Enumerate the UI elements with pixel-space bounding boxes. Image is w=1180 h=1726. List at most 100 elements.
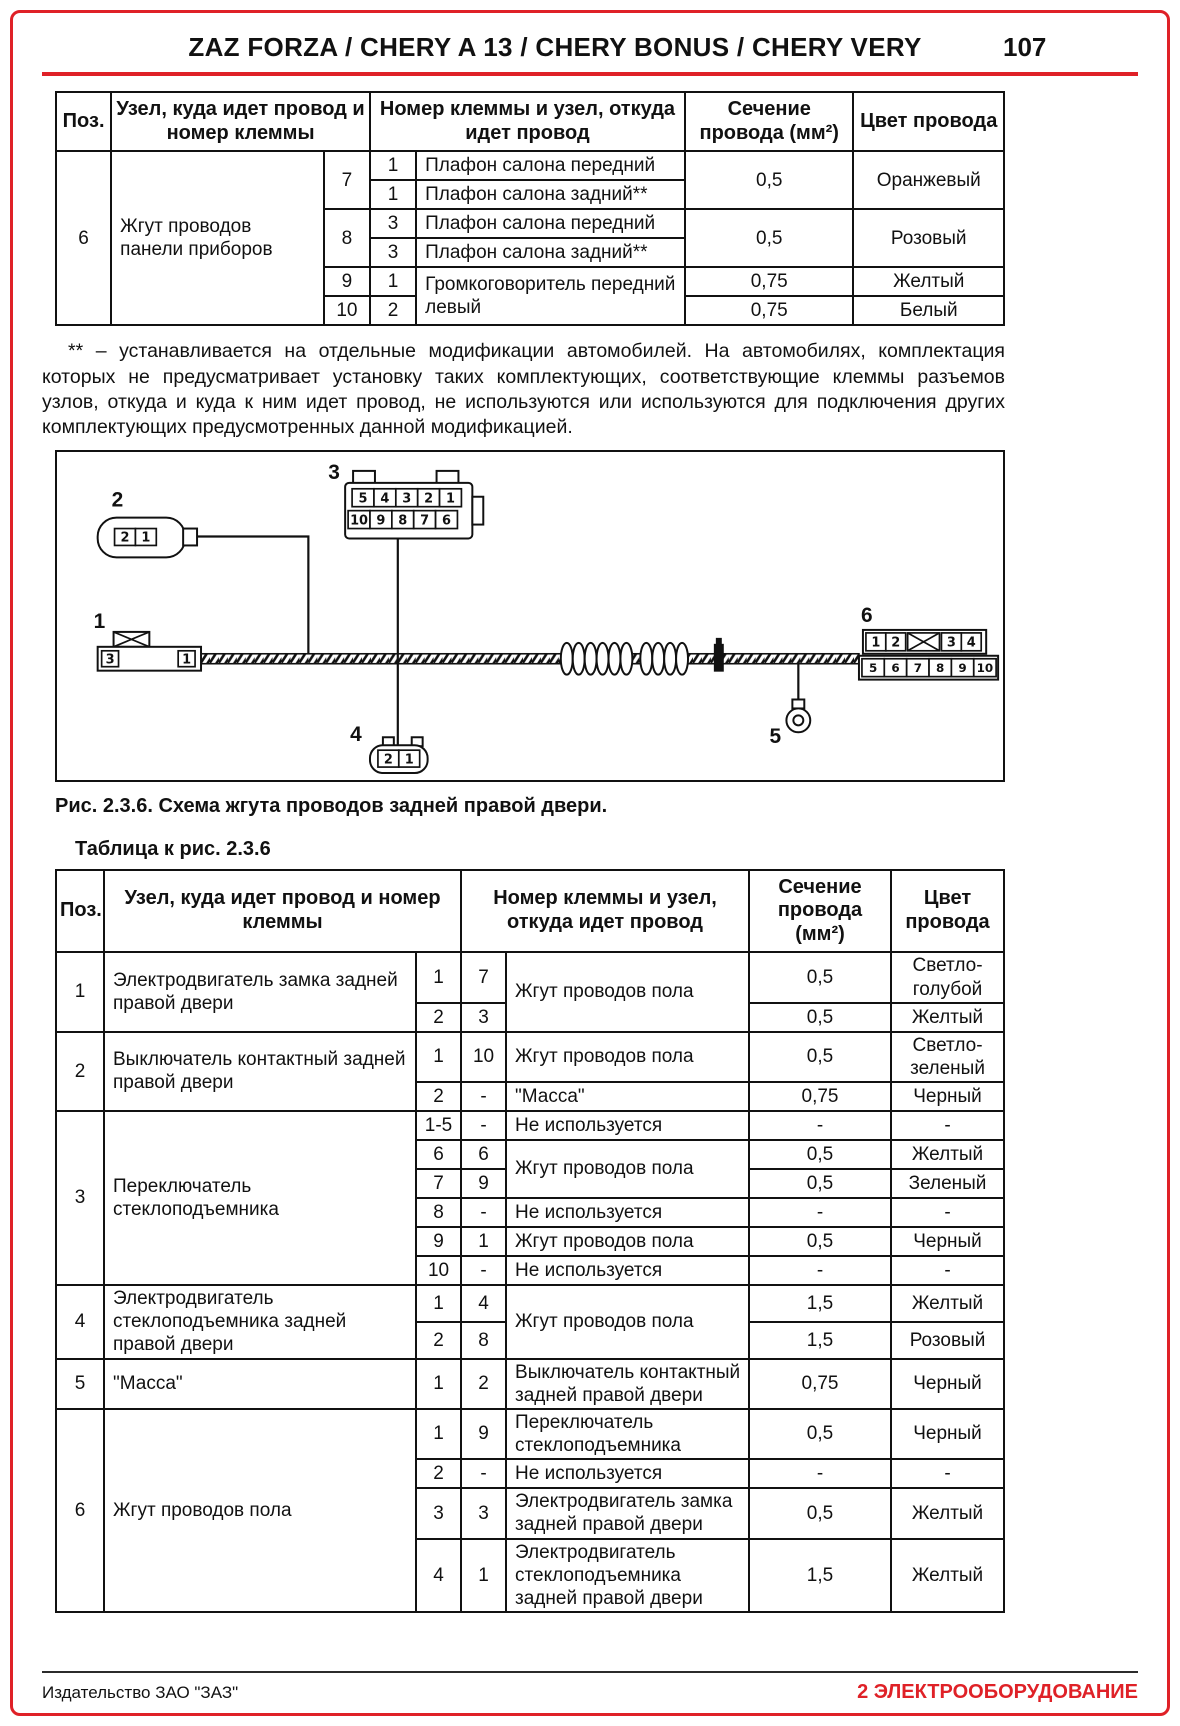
table-cell: 1 <box>368 179 418 211</box>
diagram-label-1: 1 <box>94 609 106 632</box>
connector-pin-cell <box>397 748 421 768</box>
table-cell: - <box>460 1081 508 1113</box>
table-cell: 0,75 <box>683 295 855 327</box>
column-header: Номер клеммы и узел, откуда идет провод <box>460 868 751 954</box>
table-cell: 0,5 <box>748 1030 893 1084</box>
table-cell: Выключатель контактный задней правой две… <box>103 1030 417 1113</box>
table-cell: - <box>460 1458 508 1490</box>
header-rule <box>42 72 1138 76</box>
diagram-label-3: 3 <box>328 460 340 483</box>
branch-wire-connector2 <box>197 534 310 654</box>
table-cell: Жгут проводов панели приборов <box>110 150 325 327</box>
column-header: Сечение провода (мм²) <box>748 868 893 954</box>
connector-pin-number: 1 <box>182 652 191 667</box>
table-cell: 5 <box>55 1357 105 1410</box>
table-cell: 1,5 <box>748 1284 893 1323</box>
diagram-label-4: 4 <box>350 723 362 746</box>
connector-pin-cell <box>434 509 459 529</box>
table-cell: 2 <box>414 1458 463 1490</box>
table-cell: 2 <box>368 295 418 327</box>
connector-pin-cell <box>972 657 997 678</box>
connector-pin-number: 1 <box>446 491 455 506</box>
table-cell: 1 <box>414 1357 463 1410</box>
table-cell: 0,75 <box>748 1357 893 1410</box>
table-cell: Жгут проводов пола <box>505 1284 751 1360</box>
table-cell: Желтый <box>890 1487 1006 1540</box>
table-cell: 1 <box>368 266 418 298</box>
connector-pin-cell <box>960 631 983 652</box>
table-cell: Розовый <box>852 208 1005 269</box>
column-header: Сечение провода (мм²) <box>683 90 855 153</box>
table-cell: Не используется <box>505 1197 751 1229</box>
table-cell: 1 <box>55 951 105 1033</box>
table-cell: Жгут проводов пола <box>505 1226 751 1258</box>
connector-pin-number: 9 <box>376 513 385 528</box>
table-cell: 3 <box>55 1110 105 1287</box>
page-header: ZAZ FORZA / CHERY A 13 / CHERY BONUS / C… <box>0 0 1180 63</box>
table-cell: 10 <box>460 1030 508 1084</box>
table-cell: 4 <box>414 1537 463 1614</box>
wiring-table-bottom: Поз.Узел, куда идет провод и номер клемм… <box>42 868 1138 1614</box>
page-footer: Издательство ЗАО "ЗАЗ" 2 ЭЛЕКТРООБОРУДОВ… <box>42 1671 1138 1704</box>
diagram-label-6: 6 <box>861 604 873 627</box>
table-cell: Выключатель контактный задней правой две… <box>505 1357 751 1410</box>
connector-pin-cell <box>884 631 907 652</box>
table-cell: 1,5 <box>748 1537 893 1614</box>
table-cell: - <box>890 1458 1006 1490</box>
table-cell: 10 <box>322 295 371 327</box>
page-number: 107 <box>1003 32 1047 62</box>
table-cell: "Масса" <box>505 1081 751 1113</box>
table-cell: 9 <box>460 1168 508 1200</box>
harness-wire <box>198 652 860 665</box>
connector-pin-number: 5 <box>359 491 368 506</box>
connector-pin-number: 10 <box>977 661 994 675</box>
table-cell: 0,5 <box>748 1407 893 1461</box>
column-header: Номер клеммы и узел, откуда идет провод <box>368 90 686 153</box>
table-cell: 4 <box>55 1284 105 1360</box>
header-title: ZAZ FORZA / CHERY A 13 / CHERY BONUS / C… <box>188 32 922 62</box>
connector-pin-number: 2 <box>384 752 393 767</box>
connector-pin-number: 9 <box>958 661 966 675</box>
connector-pin-number: 8 <box>398 513 407 528</box>
table-cell: Черный <box>890 1226 1006 1258</box>
footnote-text: ** – устанавливается на отдельные модифи… <box>42 340 1005 439</box>
column-header: Поз. <box>54 90 113 153</box>
table-cell: Плафон салона задний** <box>415 237 686 269</box>
table-cell: Белый <box>852 295 1005 327</box>
table2: Поз.Узел, куда идет провод и номер клемм… <box>55 868 1006 1614</box>
table-cell: - <box>890 1255 1006 1287</box>
connector-pin-number: 7 <box>914 661 922 675</box>
table-cell: Черный <box>890 1357 1006 1410</box>
column-header: Цвет провода <box>852 90 1005 153</box>
harness-clip <box>713 637 724 672</box>
table-cell: - <box>748 1110 893 1142</box>
connector-pin-number: 1 <box>141 530 150 545</box>
table-cell: Желтый <box>890 1537 1006 1614</box>
table-cell: 3 <box>460 1487 508 1540</box>
figure-caption: Рис. 2.3.6. Схема жгута проводов задней … <box>55 794 608 817</box>
table-cell: 0,75 <box>683 266 855 298</box>
table-cell: 0,5 <box>748 1168 893 1200</box>
table-cell: Жгут проводов пола <box>505 1139 751 1200</box>
connector-pin-number: 5 <box>869 661 877 675</box>
table-cell: - <box>748 1458 893 1490</box>
table-cell: 1-5 <box>414 1110 463 1142</box>
table-cell: 0,5 <box>748 1226 893 1258</box>
ground-terminal: 5 <box>770 698 812 748</box>
table-cell: Черный <box>890 1081 1006 1113</box>
table-cell: Плафон салона передний <box>415 208 686 240</box>
connector-pin-number: 8 <box>936 661 944 675</box>
table-cell: - <box>748 1255 893 1287</box>
table-cell: - <box>890 1197 1006 1229</box>
